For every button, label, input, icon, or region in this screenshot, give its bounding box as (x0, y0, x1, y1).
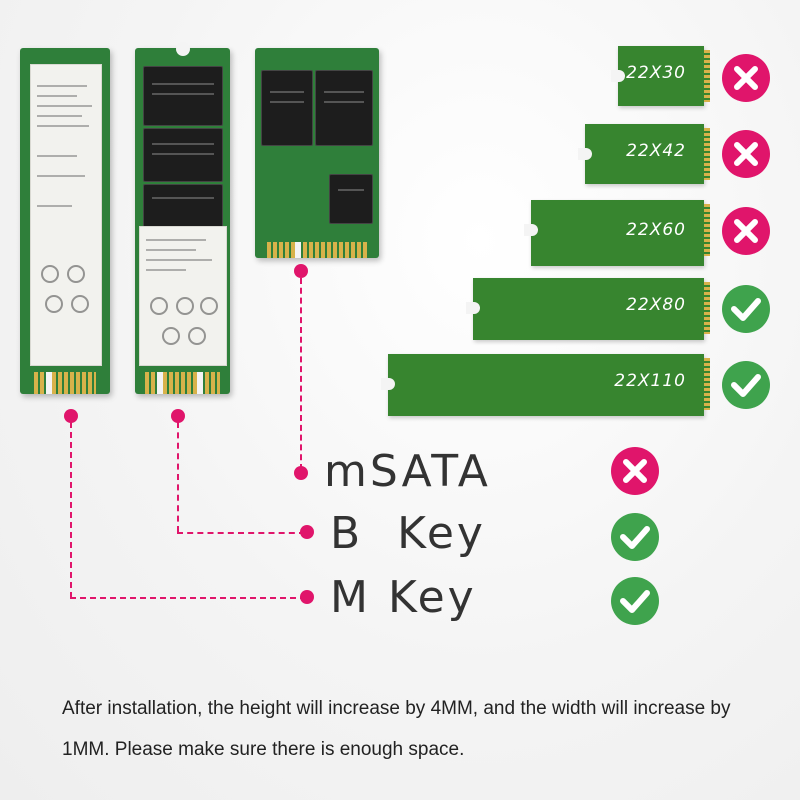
check-icon (610, 576, 660, 626)
nand-chip (143, 66, 223, 126)
msata-label: mSATA (324, 446, 491, 497)
length-bar-22x42: 22X42 (578, 124, 710, 184)
m-key-dot (300, 590, 314, 604)
b-key-leader-line (177, 422, 179, 532)
gold-connector (267, 242, 367, 258)
check-icon (610, 512, 660, 562)
check-icon (721, 284, 771, 334)
nand-chip (143, 128, 223, 182)
ssd-label-sticker (30, 64, 102, 366)
gold-connector (34, 372, 96, 394)
cross-icon (721, 53, 771, 103)
ssd-label-sticker (139, 226, 227, 366)
b-key-ssd-image (135, 42, 230, 394)
m-key-leader-line (70, 422, 72, 598)
check-icon (721, 360, 771, 410)
length-label: 22X80 (626, 295, 686, 315)
nand-chip (315, 70, 373, 146)
b-key-label: B Key (330, 508, 486, 559)
b-key-dot (171, 409, 185, 423)
b-key-leader-line (177, 532, 305, 534)
installation-note: After installation, the height will incr… (62, 698, 731, 760)
length-label: 22X42 (626, 141, 686, 161)
m-key-leader-line (70, 597, 306, 599)
cross-icon (721, 206, 771, 256)
m-key-dot (64, 409, 78, 423)
msata-dot (294, 466, 308, 480)
nand-chip (261, 70, 313, 146)
msata-dot (294, 264, 308, 278)
msata-ssd-image (255, 48, 379, 258)
length-bar-22x110: 22X110 (381, 354, 710, 416)
cross-icon (721, 129, 771, 179)
b-key-dot (300, 525, 314, 539)
m-key-label: M Key (330, 572, 477, 623)
length-bar-22x80: 22X80 (466, 278, 710, 340)
length-label: 22X60 (626, 220, 686, 240)
length-bar-22x30: 22X30 (611, 46, 710, 106)
m-key-ssd-image (20, 48, 110, 394)
controller-chip (329, 174, 373, 224)
length-label: 22X110 (614, 371, 686, 391)
cross-icon (610, 446, 660, 496)
nand-chip (143, 184, 223, 228)
msata-leader-line (300, 278, 302, 470)
length-bar-22x60: 22X60 (524, 200, 710, 266)
length-label: 22X30 (626, 63, 686, 83)
